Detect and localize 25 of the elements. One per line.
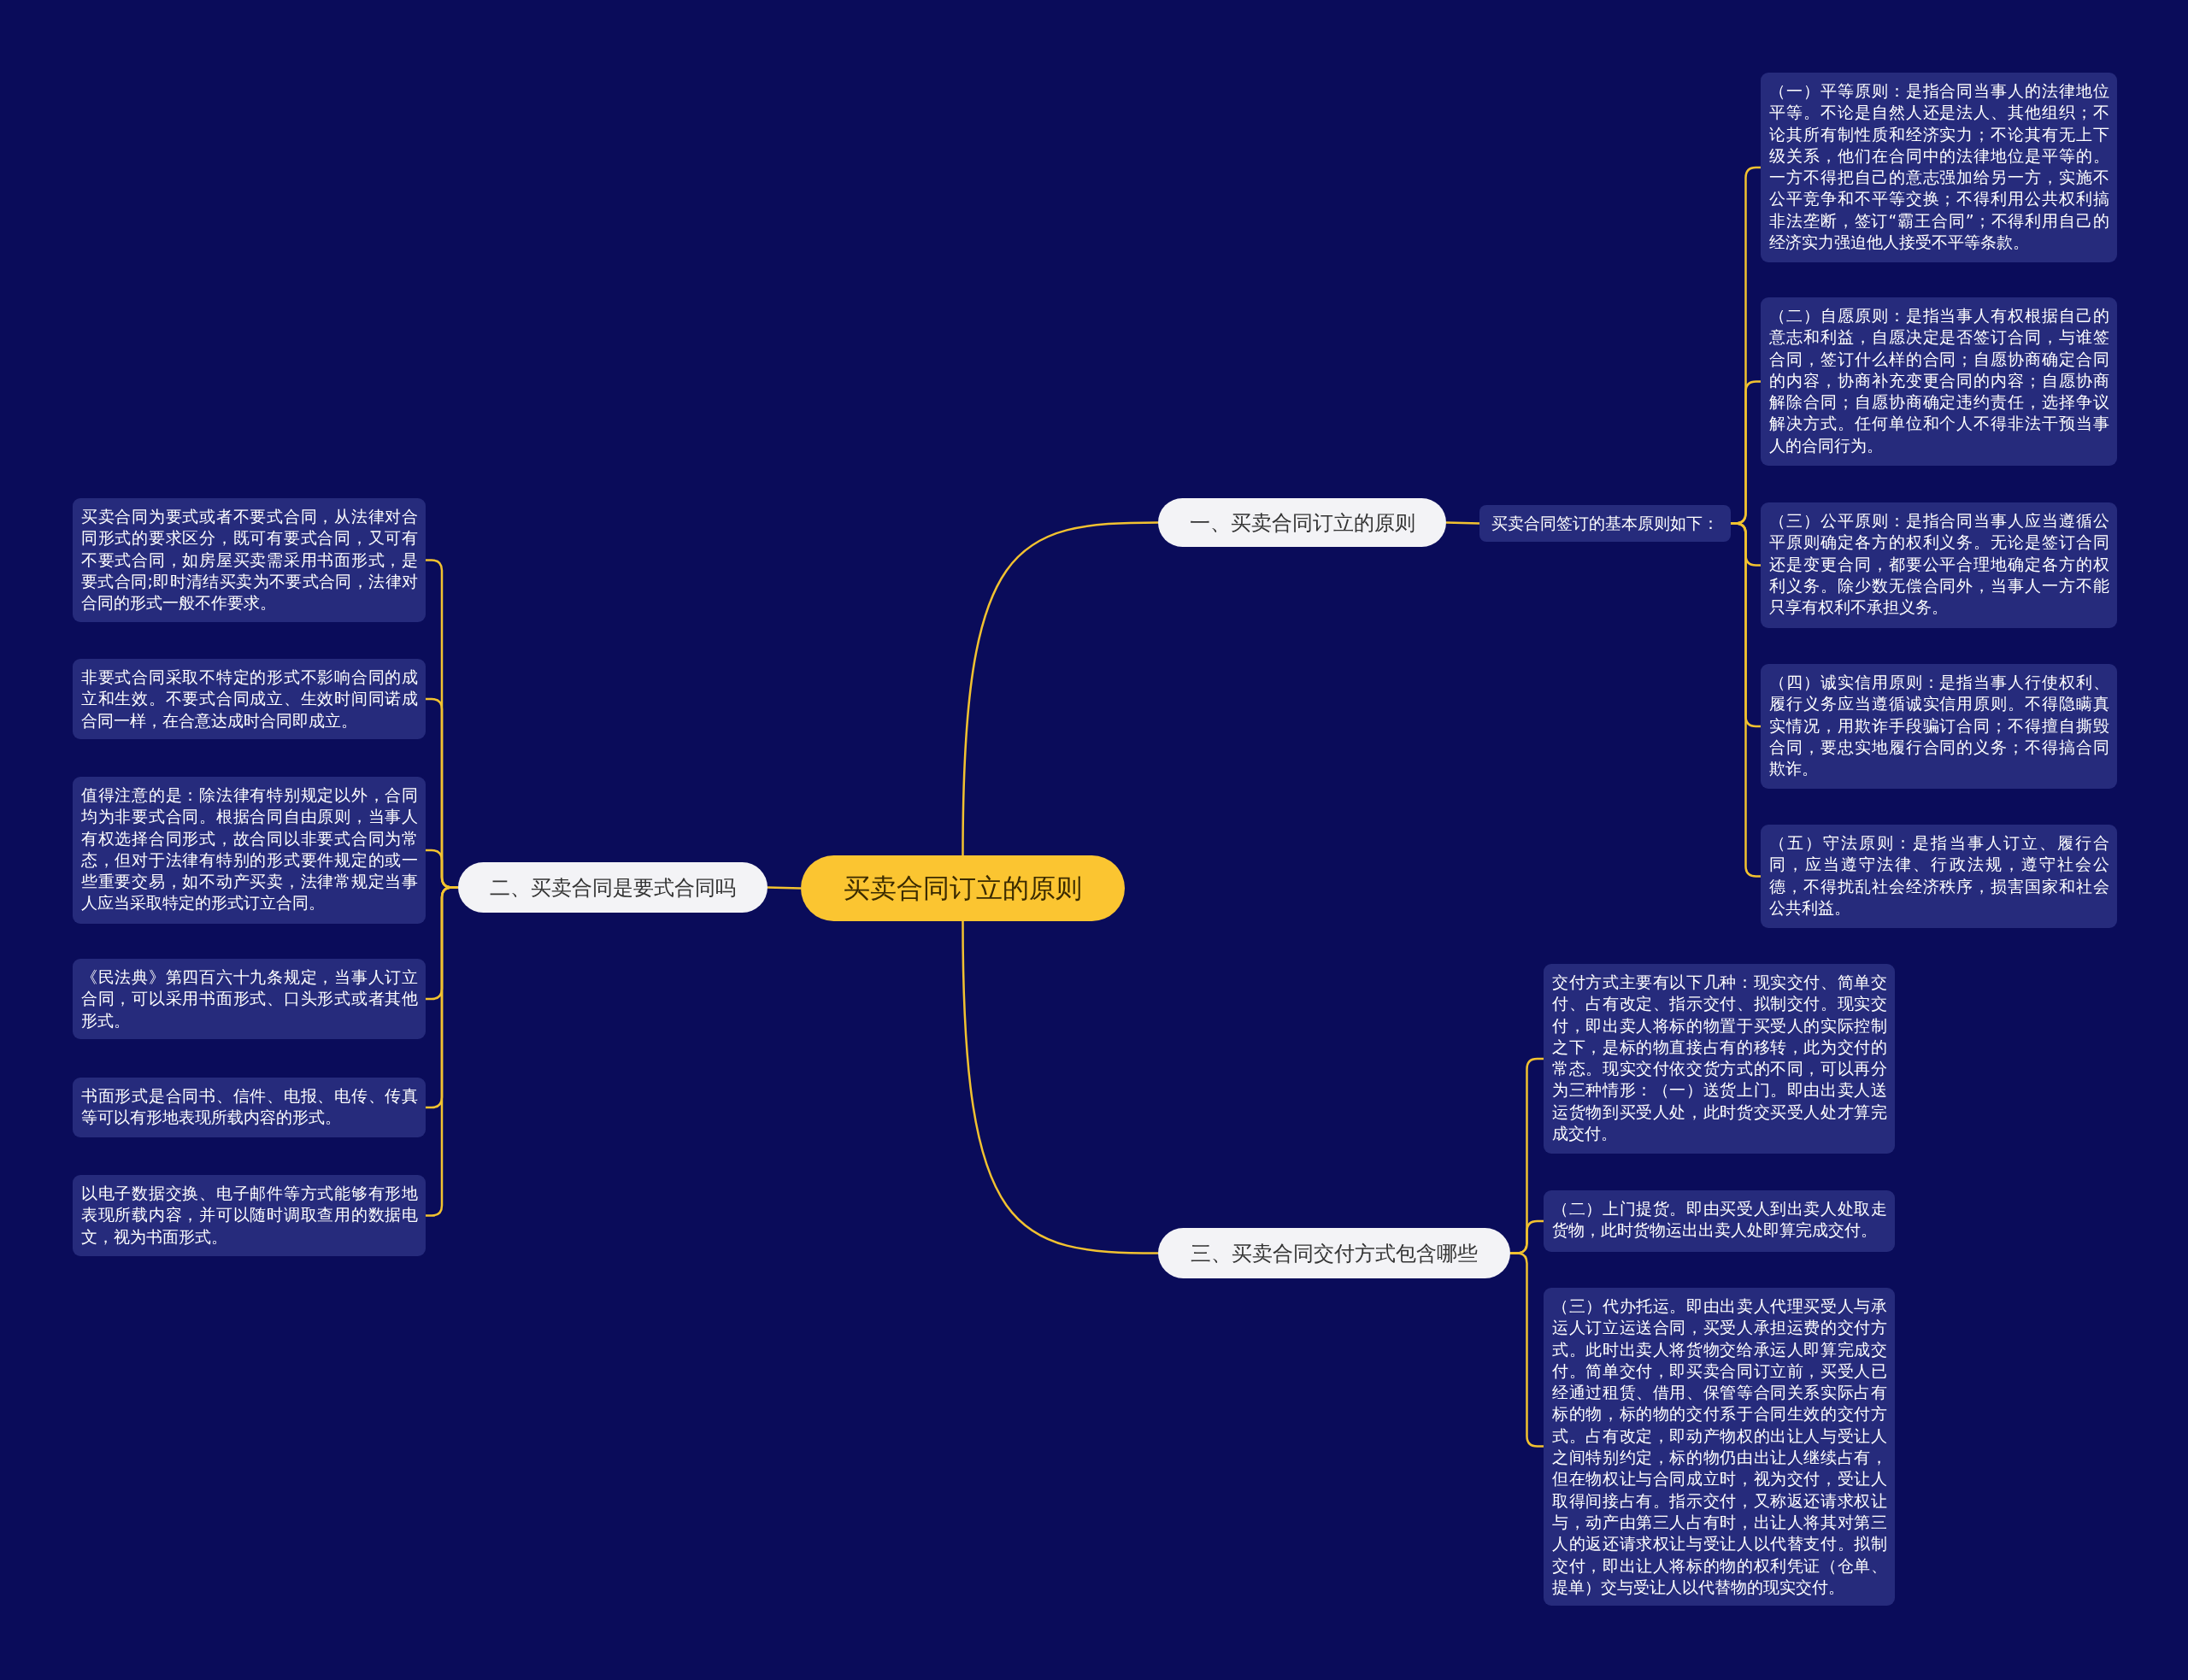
text-card: （四）诚实信用原则：是指当事人行使权利、履行义务应当遵循诚实信用原则。不得隐瞒真实情况，用欺诈手段骗订合同；不得擅自撕毁合同，要忠实地履行合同的义务；不得搞合同欺诈。 [1761,664,2117,789]
text-card: 买卖合同为要式或者不要式合同，从法律对合同形式的要求区分，既可有要式合同，又可有不要式合同，如房屋买卖需采用书面形式，是要式合同;即时清结买卖为不要式合同，法律对合同的形式一般不作要求。 [73,498,426,622]
text-card: 《民法典》第四百六十九条规定，当事人订立合同，可以采用书面形式、口头形式或者其他形式。 [73,959,426,1039]
text-card: （五）守法原则：是指当事人订立、履行合同，应当遵守法律、行政法规，遵守社会公德，不得扰乱社会经济秩序，损害国家和社会公共利益。 [1761,825,2117,928]
connector-line [767,886,802,890]
text-card: 交付方式主要有以下几种：现实交付、简单交付、占有改定、指示交付、拟制交付。现实交付，即出卖人将标的物置于买受人的实际控制之下，是标的物直接占有的移转，此为交付的常态。现实交付依交货方式的不同，可以再分为三种情形：（一）送货上门。即由出卖人送运货物到买受人处，此时货交买受人处才算完成交付。 [1544,964,1895,1154]
connector-line [1445,521,1480,525]
text-card: （一）平等原则：是指合同当事人的法律地位平等。不论是自然人还是法人、其他组织；不论其所有制性质和经济实力；不论其有无上下级关系，他们在合同中的法律地位是平等的。一方不得把自己的意志强加给另一方，实施不公平竞争和不平等交换；不得利用公共权利搞非法垄断，签订“霸王合同”；不得利用自己的经济实力强迫他人接受不平等条款。 [1761,73,2117,262]
text-card: 非要式合同采取不特定的形式不影响合同的成立和生效。不要式合同成立、生效时间同诺成合同一样，在合意达成时合同即成立。 [73,659,426,739]
central-topic: 买卖合同订立的原则 [801,855,1125,921]
connector-line [962,921,1159,1254]
branch-topic: 一、买卖合同订立的原则 [1158,498,1446,547]
text-card: （三）代办托运。即由出卖人代理买受人与承运人订立运送合同，买受人承担运费的交付方式。此时出卖人将货物交给承运人即算完成交付。简单交付，即买卖合同订立前，买受人已经通过租赁、借用、保管等合同关系实际占有标的物，标的物的交付系于合同生效的交付方式。占有改定，即动产物权的出让人与受让人之间特别约定，标的物仍由出让人继续占有，但在物权让与合同成立时，视为交付，受让人取得间接占有。指示交付，又称返还请求权让与，动产由第三人占有时，出让人将其对第三人的返还请求权让与受让人以代替支付。拟制交付，即出让人将标的物的权利凭证（仓单、提单）交与受让人以代替物的现实交付。 [1544,1288,1895,1607]
text-card: （二）自愿原则：是指当事人有权根据自己的意志和利益，自愿决定是否签订合同，与谁签合同，签订什么样的合同；自愿协商确定合同的内容，协商补充变更合同的内容；自愿协商解除合同；自愿协商确定违约责任，选择争议解决方式。任何单位和个人不得非法干预当事人的合同行为。 [1761,297,2117,466]
branch-topic: 二、买卖合同是要式合同吗 [458,862,768,913]
connector-line [1731,522,1761,878]
subtopic-box: 买卖合同签订的基本原则如下： [1479,505,1731,542]
text-card: （二）上门提货。即由买受人到出卖人处取走货物，此时货物运出出卖人处即算完成交付。 [1544,1190,1895,1252]
text-card: 值得注意的是：除法律有特别规定以外，合同均为非要式合同。根据合同自由原则，当事人有权选择合同形式，故合同以非要式合同为常态，但对于法律有特别的形式要件规定的或一些重要交易，如不动产买卖，法律常规定当事人应当采取特定的形式订立合同。 [73,777,426,924]
text-card: 书面形式是合同书、信件、电报、电传、传真等可以有形地表现所载内容的形式。 [73,1078,426,1137]
connector-line [962,521,1158,855]
connector-line [426,886,458,1217]
text-card: （三）公平原则：是指合同当事人应当遵循公平原则确定各方的权利义务。无论是签订合同还是变更合同，都要公平合理地确定各方的权利义务。除少数无偿合同外，当事人一方不能只享有权利不承担义务。 [1761,502,2117,628]
text-card: 以电子数据交换、电子邮件等方式能够有形地表现所载内容，并可以随时调取查用的数据电文，视为书面形式。 [73,1175,426,1256]
branch-topic: 三、买卖合同交付方式包含哪些 [1158,1228,1510,1278]
